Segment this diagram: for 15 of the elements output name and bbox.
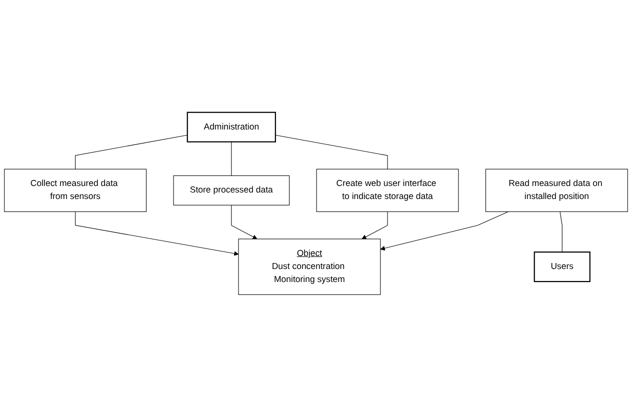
node-box: Store processed data — [173, 174, 290, 205]
node-box: Read measured data on installed position — [485, 168, 628, 212]
node-box: Object Dust concentration Monitoring system — [238, 238, 381, 294]
connector — [75, 134, 188, 169]
arrow — [231, 204, 258, 239]
node-box: Users — [534, 251, 590, 282]
connector — [275, 134, 388, 169]
node-box: Administration — [186, 111, 276, 142]
node-box: Create web user interface to indicate storage data — [316, 168, 459, 212]
node-box: Collect measured data from sensors — [4, 168, 147, 212]
arrow — [380, 210, 509, 250]
connector — [560, 210, 562, 252]
connector — [231, 141, 232, 176]
arrow — [75, 210, 239, 256]
arrow — [362, 210, 388, 239]
